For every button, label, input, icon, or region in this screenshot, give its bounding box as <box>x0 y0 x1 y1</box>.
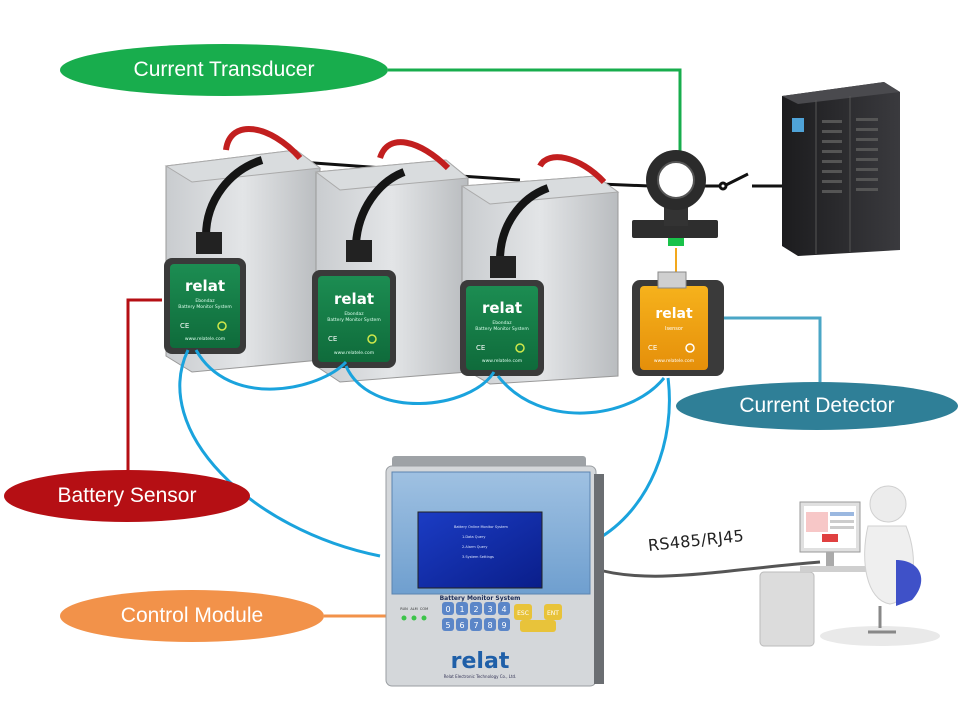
pc-workstation <box>759 485 940 647</box>
sensor-2-mark: CE <box>328 335 337 343</box>
ups-cabinet <box>782 82 900 256</box>
keypad-key-2[interactable] <box>470 602 482 615</box>
keypad-key-0[interactable] <box>442 602 454 615</box>
sensor-2-line2: Battery Monitor System <box>327 317 380 323</box>
sensor-3-mark: CE <box>476 344 485 352</box>
led-com: COM <box>420 607 428 611</box>
battery-sensor-callout: Battery Sensor <box>4 470 250 522</box>
keypad-key-9[interactable] <box>498 618 510 631</box>
keypad-key-label: 4 <box>501 605 506 614</box>
sensor-3-brand: relat <box>482 299 522 317</box>
detector-line1: Isensor <box>665 326 684 332</box>
led-alm: ALM <box>410 607 417 611</box>
control-brand: relat <box>451 649 510 674</box>
keypad-key-8[interactable] <box>484 618 496 631</box>
esc-key[interactable] <box>514 604 532 620</box>
control-company: Relat Electronic Technology Co., Ltd. <box>444 674 517 679</box>
screen-menu-3: 3.System Settings <box>462 555 494 559</box>
screen-menu-2: 2.Alarm Query <box>462 545 487 549</box>
sensor-2-line1: Ebondaz <box>344 311 364 317</box>
current-detector-module: relat Isensor CE www.relatele.com <box>632 271 724 376</box>
led-group: RUN ALM COM <box>400 607 428 621</box>
detector-website: www.relatele.com <box>654 358 694 364</box>
sensor-2-website: www.relatele.com <box>334 350 374 356</box>
sensor-module-2: relat Ebondaz Battery Monitor System CE … <box>312 270 396 368</box>
led-run: RUN <box>400 607 408 611</box>
detector-leader <box>720 316 822 382</box>
sensor-1-website: www.relatele.com <box>185 336 225 342</box>
keypad-key-label: 6 <box>459 621 464 630</box>
detector-mark: CE <box>648 344 657 352</box>
sensor-1-line2: Battery Monitor System <box>178 304 231 310</box>
ent-key-label: ENT <box>547 610 559 617</box>
keypad-key-label: 9 <box>501 621 506 630</box>
transducer-leader <box>388 68 682 160</box>
ent-key[interactable] <box>544 604 562 620</box>
rs485-cable <box>591 560 821 578</box>
keypad-key-4[interactable] <box>498 602 510 615</box>
sensor-2-brand: relat <box>334 290 374 308</box>
sensor-module-1: relat Ebondaz Battery Monitor System CE … <box>164 258 246 354</box>
keypad-key-label: 1 <box>459 605 464 614</box>
sensor-3-line1: Ebondaz <box>492 320 512 326</box>
sensor-module-3: relat Ebondaz Battery Monitor System CE … <box>460 280 544 376</box>
leader-lines <box>126 68 822 618</box>
sensor-3-line2: Battery Monitor System <box>475 326 528 332</box>
user-head <box>869 485 907 523</box>
keypad-key-6[interactable] <box>456 618 468 631</box>
keypad-key-5[interactable] <box>442 618 454 631</box>
keypad-key-3[interactable] <box>484 602 496 615</box>
screen-menu-1: 1.Data Query <box>462 535 485 539</box>
keypad-key-label: 5 <box>445 621 450 630</box>
current-transducer-callout: Current Transducer <box>60 44 388 96</box>
sensor-3-website: www.relatele.com <box>482 358 522 364</box>
keypad-key-label: 7 <box>473 621 478 630</box>
sensor-1-line1: Ebondaz <box>195 298 215 304</box>
keypad-key-label: 0 <box>445 605 450 614</box>
detector-brand: relat <box>655 306 693 322</box>
current-transducer <box>632 150 718 246</box>
control-module: Battery Online Monitor System 1.Data Que… <box>385 456 604 687</box>
keypad-key-label: 8 <box>487 621 492 630</box>
keypad-key-1[interactable] <box>456 602 468 615</box>
screen-menu-0: Battery Online Monitor System <box>454 525 509 529</box>
current-detector-callout: Current Detector <box>676 382 958 430</box>
switch-blade <box>723 172 749 188</box>
sensor-leader <box>126 298 162 470</box>
keypad-key-label: 3 <box>487 605 492 614</box>
control-module-callout: Control Module <box>60 590 324 642</box>
sensor-1-mark: CE <box>180 322 189 330</box>
nav-key[interactable] <box>520 620 556 632</box>
control-screen <box>417 511 543 589</box>
keypad-key-label: 2 <box>473 605 478 614</box>
comm-bus <box>178 349 671 558</box>
screen-title: Battery Monitor System <box>440 595 521 602</box>
esc-key-label: ESC <box>517 610 529 617</box>
keypad-key-7[interactable] <box>470 618 482 631</box>
sensor-1-brand: relat <box>185 277 225 295</box>
